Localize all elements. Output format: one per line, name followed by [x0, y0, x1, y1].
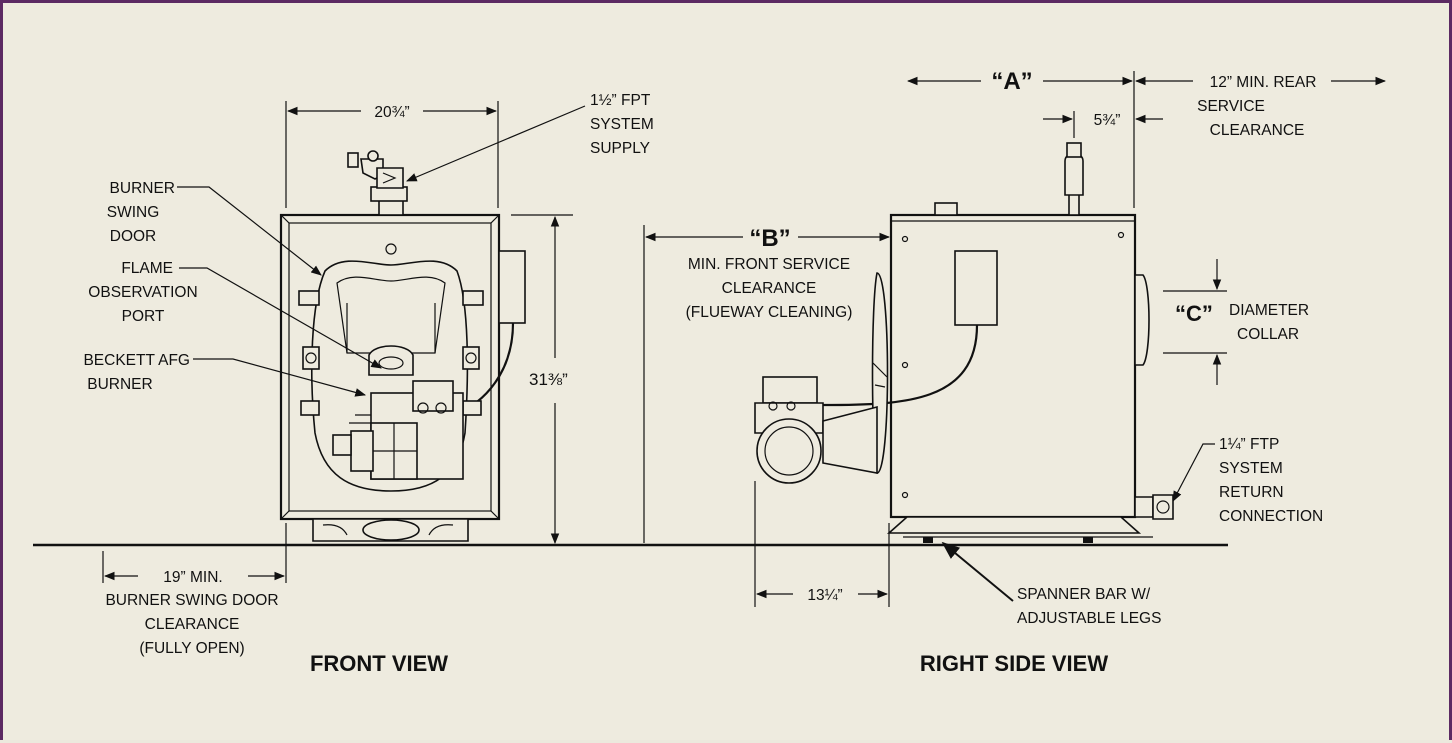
burner-projection-dimension — [754, 481, 890, 607]
svg-text:SUPPLY: SUPPLY — [590, 140, 650, 157]
svg-text:BURNER: BURNER — [87, 376, 152, 393]
diagram-canvas: 20¾” 31⅜” 1½” FPT SYSTEM SUPPLY BURNER S… — [33, 68, 1387, 676]
supply-offset-label: 5¾” — [1094, 112, 1121, 129]
return-label: 1¼” FTP SYSTEM RETURN CONNECTION — [1219, 436, 1323, 525]
svg-text:CLEARANCE: CLEARANCE — [722, 280, 817, 297]
svg-text:OBSERVATION: OBSERVATION — [88, 284, 197, 301]
svg-text:1¼” FTP: 1¼” FTP — [1219, 436, 1279, 453]
dim-c-label: “C” — [1175, 301, 1213, 326]
front-width-label: 20¾” — [374, 104, 409, 121]
svg-text:12” MIN. REAR: 12” MIN. REAR — [1210, 74, 1317, 91]
dim-a-dimension — [906, 71, 1387, 208]
side-view-boiler — [754, 142, 1174, 543]
front-view-title: FRONT VIEW — [310, 651, 448, 676]
front-height-label: 31⅜” — [529, 370, 568, 389]
svg-text:SYSTEM: SYSTEM — [590, 116, 654, 133]
burner-door-leader — [177, 186, 322, 276]
side-view-title: RIGHT SIDE VIEW — [920, 651, 1108, 676]
dim-b-label: “B” — [749, 225, 790, 252]
dim-a-label: “A” — [991, 68, 1032, 95]
svg-text:DOOR: DOOR — [110, 228, 157, 245]
spanner-leader — [941, 541, 1014, 602]
svg-text:BURNER SWING DOOR: BURNER SWING DOOR — [105, 592, 278, 609]
svg-text:SERVICE: SERVICE — [1197, 98, 1265, 115]
supply-label: 1½” FPT SYSTEM SUPPLY — [590, 92, 654, 157]
supply-leader — [406, 105, 586, 182]
flame-port-leader — [179, 267, 382, 369]
svg-text:SWING: SWING — [107, 204, 160, 221]
collar-label: DIAMETER COLLAR — [1229, 302, 1309, 343]
swing-clearance-dimension — [102, 523, 287, 583]
swing-clearance-dim: 19” MIN. — [163, 569, 222, 586]
rear-clearance-label: 12” MIN. REAR SERVICE CLEARANCE — [1197, 74, 1316, 139]
burner-leader — [193, 358, 367, 397]
svg-text:(FULLY OPEN): (FULLY OPEN) — [139, 640, 244, 657]
front-view-boiler — [279, 150, 526, 542]
svg-text:DIAMETER: DIAMETER — [1229, 302, 1309, 319]
svg-text:BURNER: BURNER — [110, 180, 175, 197]
svg-text:CLEARANCE: CLEARANCE — [1210, 122, 1305, 139]
dim-c-dimension — [1163, 259, 1227, 385]
svg-text:PORT: PORT — [122, 308, 165, 325]
svg-text:COLLAR: COLLAR — [1237, 326, 1299, 343]
dim-b-dimension — [643, 225, 891, 543]
front-height-dimension — [511, 214, 573, 545]
spanner-label: SPANNER BAR W/ ADJUSTABLE LEGS — [1017, 586, 1161, 627]
svg-text:1½” FPT: 1½” FPT — [590, 92, 651, 109]
front-width-dimension — [285, 101, 499, 208]
svg-text:CONNECTION: CONNECTION — [1219, 508, 1323, 525]
burner-door-label: BURNER SWING DOOR — [107, 180, 175, 245]
svg-text:BECKETT AFG: BECKETT AFG — [83, 352, 190, 369]
supply-offset-dimension — [1043, 111, 1163, 138]
svg-text:FLAME: FLAME — [121, 260, 173, 277]
svg-text:MIN. FRONT SERVICE: MIN. FRONT SERVICE — [688, 256, 850, 273]
svg-text:ADJUSTABLE LEGS: ADJUSTABLE LEGS — [1017, 610, 1161, 627]
swing-clearance-label: BURNER SWING DOOR CLEARANCE (FULLY OPEN) — [105, 592, 278, 657]
return-leader — [1172, 443, 1215, 502]
svg-text:SYSTEM: SYSTEM — [1219, 460, 1283, 477]
burner-label: BECKETT AFG BURNER — [83, 352, 190, 393]
svg-text:SPANNER BAR W/: SPANNER BAR W/ — [1017, 586, 1151, 603]
burner-projection-label: 13¼” — [807, 587, 842, 604]
svg-text:(FLUEWAY CLEANING): (FLUEWAY CLEANING) — [686, 304, 853, 321]
front-clearance-label: MIN. FRONT SERVICE CLEARANCE (FLUEWAY CL… — [686, 256, 853, 321]
svg-text:RETURN: RETURN — [1219, 484, 1284, 501]
flame-port-label: FLAME OBSERVATION PORT — [88, 260, 197, 325]
svg-text:CLEARANCE: CLEARANCE — [145, 616, 240, 633]
